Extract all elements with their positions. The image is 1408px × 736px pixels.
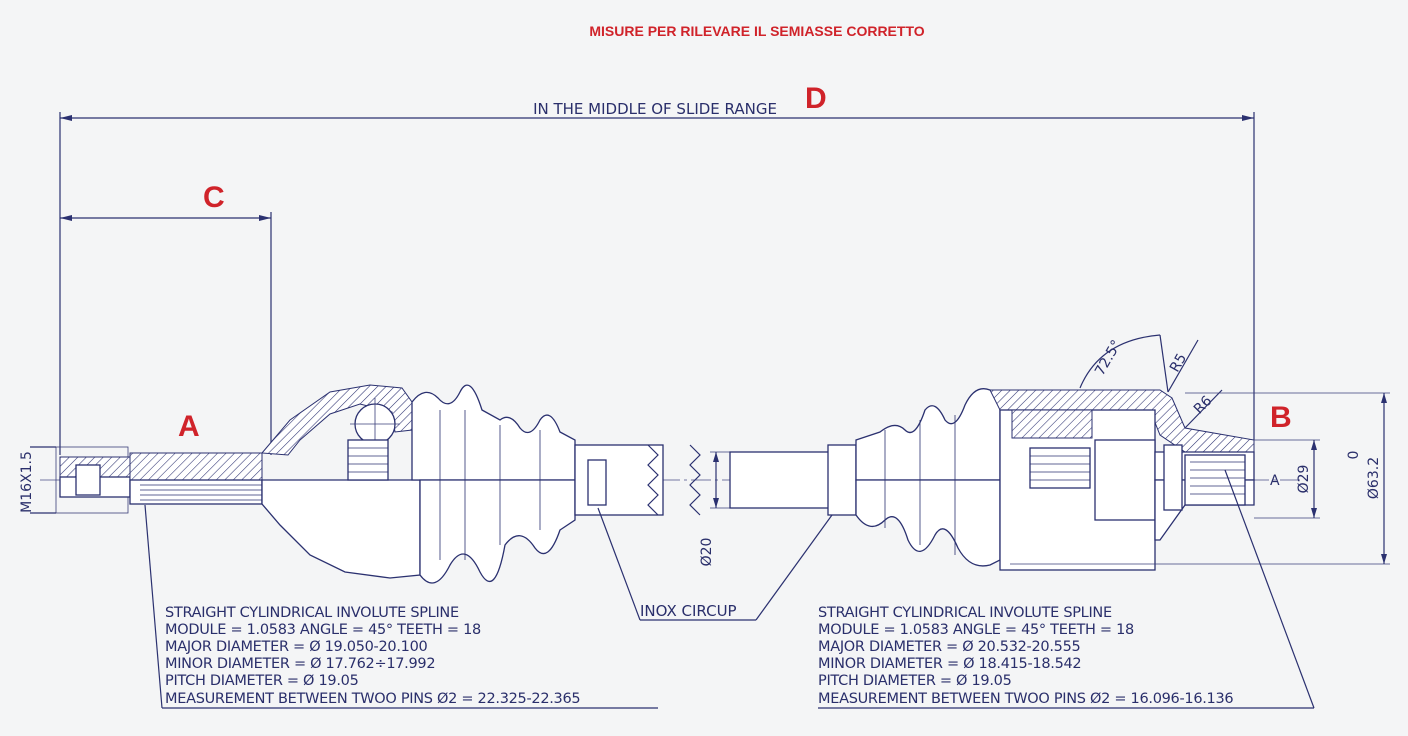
spec-right-line-5: PITCH DIAMETER = Ø 19.05 xyxy=(818,673,1012,689)
letter-b: B xyxy=(1270,401,1292,434)
zero-label: 0 xyxy=(1346,451,1362,460)
dimension-d: IN THE MIDDLE OF SLIDE RANGE D xyxy=(59,82,1255,455)
r6-label: R6 xyxy=(1191,393,1216,418)
dimension-right-diameters: Ø29 A Ø63.2 0 xyxy=(1010,392,1390,565)
spec-right-line-3: MAJOR DIAMETER = Ø 20.532-20.555 xyxy=(818,639,1080,655)
letter-c: C xyxy=(203,181,225,214)
dia-20-label: Ø20 xyxy=(699,538,715,567)
spec-left-line-3: MAJOR DIAMETER = Ø 19.050-20.100 xyxy=(165,639,427,655)
spec-right-line-6: MEASUREMENT BETWEEN TWOO PINS Ø2 = 16.09… xyxy=(818,691,1233,707)
r5-label: R5 xyxy=(1167,351,1190,375)
spec-left-line-5: PITCH DIAMETER = Ø 19.05 xyxy=(165,673,359,689)
spec-left-line-2: MODULE = 1.0583 ANGLE = 45° TEETH = 18 xyxy=(165,622,481,638)
spec-right-line-1: STRAIGHT CYLINDRICAL INVOLUTE SPLINE xyxy=(818,605,1112,621)
spec-block-right: STRAIGHT CYLINDRICAL INVOLUTE SPLINE MOD… xyxy=(818,605,1234,707)
inox-circlip-label: INOX CIRCUP xyxy=(640,602,737,620)
drawing-title: MISURE PER RILEVARE IL SEMIASSE CORRETTO xyxy=(589,23,924,39)
right-boot xyxy=(855,388,1001,567)
angle-label: 72.5° xyxy=(1092,337,1125,378)
right-shaft-section xyxy=(729,444,857,516)
spec-block-left: STRAIGHT CYLINDRICAL INVOLUTE SPLINE MOD… xyxy=(165,605,581,707)
dia-63-label: Ø63.2 xyxy=(1366,457,1382,499)
dia-29-label: Ø29 xyxy=(1296,465,1312,494)
letter-d: D xyxy=(805,82,827,115)
left-stub-shaft: M16X1.5 xyxy=(19,446,263,514)
right-tripod-housing xyxy=(989,389,1255,571)
spec-left-line-1: STRAIGHT CYLINDRICAL INVOLUTE SPLINE xyxy=(165,605,459,621)
dimension-c: C xyxy=(60,181,272,455)
left-cv-joint xyxy=(260,384,421,579)
spec-right-line-2: MODULE = 1.0583 ANGLE = 45° TEETH = 18 xyxy=(818,622,1134,638)
left-shaft-section xyxy=(574,444,664,516)
leader-lines xyxy=(144,469,1315,709)
letter-a: A xyxy=(178,410,200,443)
left-boot xyxy=(411,384,576,584)
spec-left-line-4: MINOR DIAMETER = Ø 17.762÷17.992 xyxy=(165,656,435,672)
spec-right-line-4: MINOR DIAMETER = Ø 18.415-18.542 xyxy=(818,656,1081,672)
slide-range-label: IN THE MIDDLE OF SLIDE RANGE xyxy=(533,100,777,118)
thread-label: M16X1.5 xyxy=(19,451,35,513)
small-a-label: A xyxy=(1270,473,1280,489)
spec-left-line-6: MEASUREMENT BETWEEN TWOO PINS Ø2 = 22.32… xyxy=(165,691,580,707)
